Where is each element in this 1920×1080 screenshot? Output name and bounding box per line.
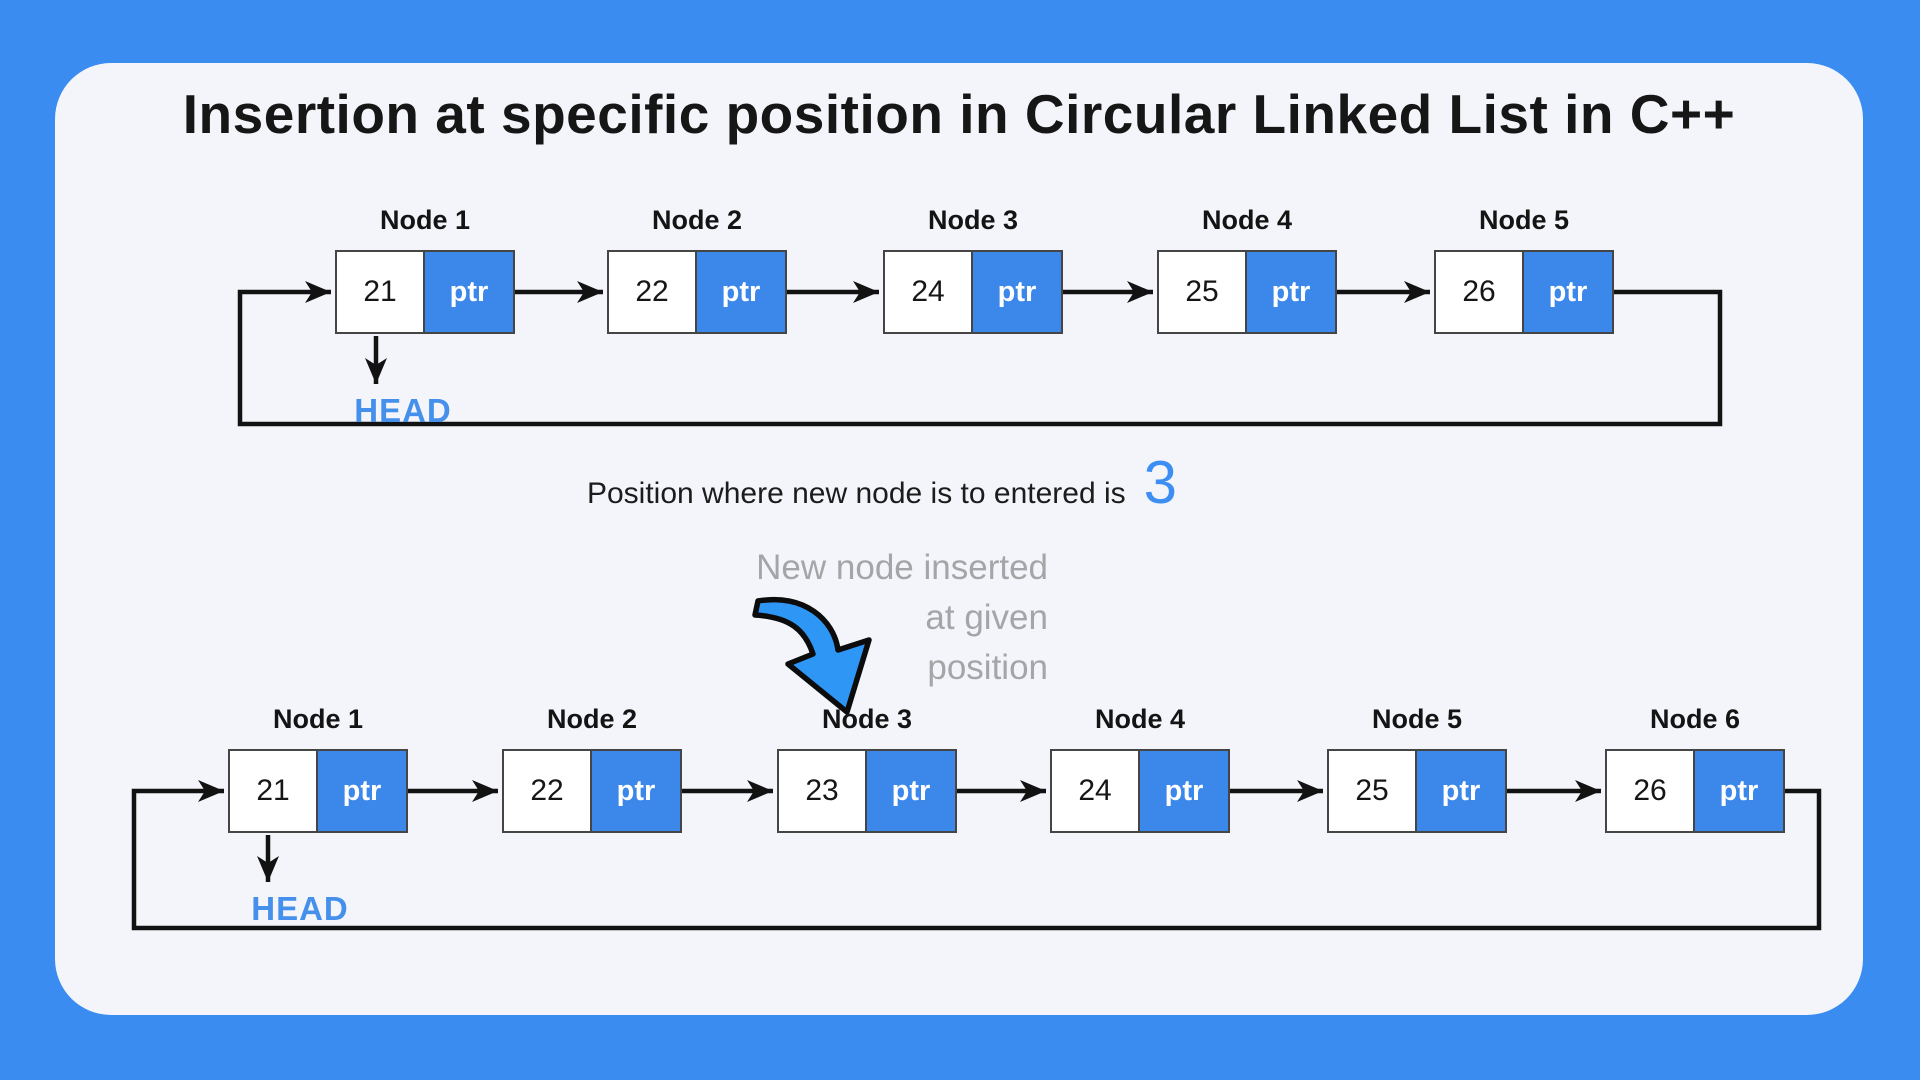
node-value: 25: [1329, 751, 1417, 831]
node-value: 26: [1607, 751, 1695, 831]
node-label: Node 5: [1371, 704, 1463, 734]
node-pointer: ptr: [1140, 751, 1228, 831]
node-label: Node 1: [379, 205, 471, 235]
node-box: 23 ptr: [777, 749, 957, 833]
node-value: 23: [779, 751, 867, 831]
node-label: Node 3: [821, 704, 913, 734]
before-node-1: Node 1 21 ptr: [335, 205, 515, 334]
node-value: 24: [1052, 751, 1140, 831]
before-node-4: Node 4 25 ptr: [1157, 205, 1337, 334]
node-pointer: ptr: [425, 252, 513, 332]
node-box: 26 ptr: [1434, 250, 1614, 334]
annotation-line-1: New node inserted: [756, 548, 1048, 587]
node-box: 24 ptr: [1050, 749, 1230, 833]
node-pointer: ptr: [1524, 252, 1612, 332]
after-node-4: Node 4 24 ptr: [1050, 704, 1230, 833]
node-pointer: ptr: [1695, 751, 1783, 831]
node-label: Node 4: [1201, 205, 1293, 235]
node-label: Node 3: [927, 205, 1019, 235]
node-value: 25: [1159, 252, 1247, 332]
after-node-1: Node 1 21 ptr: [228, 704, 408, 833]
node-box: 25 ptr: [1157, 250, 1337, 334]
node-label: Node 1: [272, 704, 364, 734]
node-label: Node 6: [1649, 704, 1741, 734]
node-value: 21: [337, 252, 425, 332]
annotation-line-2: at given: [925, 598, 1048, 637]
node-value: 22: [504, 751, 592, 831]
node-value: 26: [1436, 252, 1524, 332]
before-head-label: HEAD: [354, 392, 452, 429]
node-value: 21: [230, 751, 318, 831]
page-title: Insertion at specific position in Circul…: [182, 83, 1736, 145]
node-pointer: ptr: [697, 252, 785, 332]
node-pointer: ptr: [973, 252, 1061, 332]
before-node-5: Node 5 26 ptr: [1434, 205, 1614, 334]
node-value: 22: [609, 252, 697, 332]
after-head-label: HEAD: [251, 890, 349, 927]
before-node-2: Node 2 22 ptr: [607, 205, 787, 334]
node-box: 26 ptr: [1605, 749, 1785, 833]
node-box: 22 ptr: [607, 250, 787, 334]
node-label: Node 5: [1478, 205, 1570, 235]
insertion-position-note: Position where new node is to entered is…: [587, 448, 1177, 517]
node-value: 24: [885, 252, 973, 332]
node-box: 24 ptr: [883, 250, 1063, 334]
after-node-6: Node 6 26 ptr: [1605, 704, 1785, 833]
node-label: Node 2: [651, 205, 743, 235]
after-node-5: Node 5 25 ptr: [1327, 704, 1507, 833]
before-node-3: Node 3 24 ptr: [883, 205, 1063, 334]
node-box: 25 ptr: [1327, 749, 1507, 833]
node-box: 22 ptr: [502, 749, 682, 833]
node-pointer: ptr: [1247, 252, 1335, 332]
annotation-line-3: position: [927, 648, 1048, 687]
node-box: 21 ptr: [228, 749, 408, 833]
insertion-position-text: Position where new node is to entered is: [586, 477, 1126, 510]
after-node-3: Node 3 23 ptr: [777, 704, 957, 833]
after-node-2: Node 2 22 ptr: [502, 704, 682, 833]
insertion-position-number: 3: [1143, 449, 1178, 516]
node-pointer: ptr: [592, 751, 680, 831]
new-node-annotation: New node inserted at given position: [756, 543, 1048, 693]
node-label: Node 2: [546, 704, 638, 734]
node-pointer: ptr: [1417, 751, 1505, 831]
node-pointer: ptr: [318, 751, 406, 831]
node-box: 21 ptr: [335, 250, 515, 334]
node-pointer: ptr: [867, 751, 955, 831]
node-label: Node 4: [1094, 704, 1186, 734]
